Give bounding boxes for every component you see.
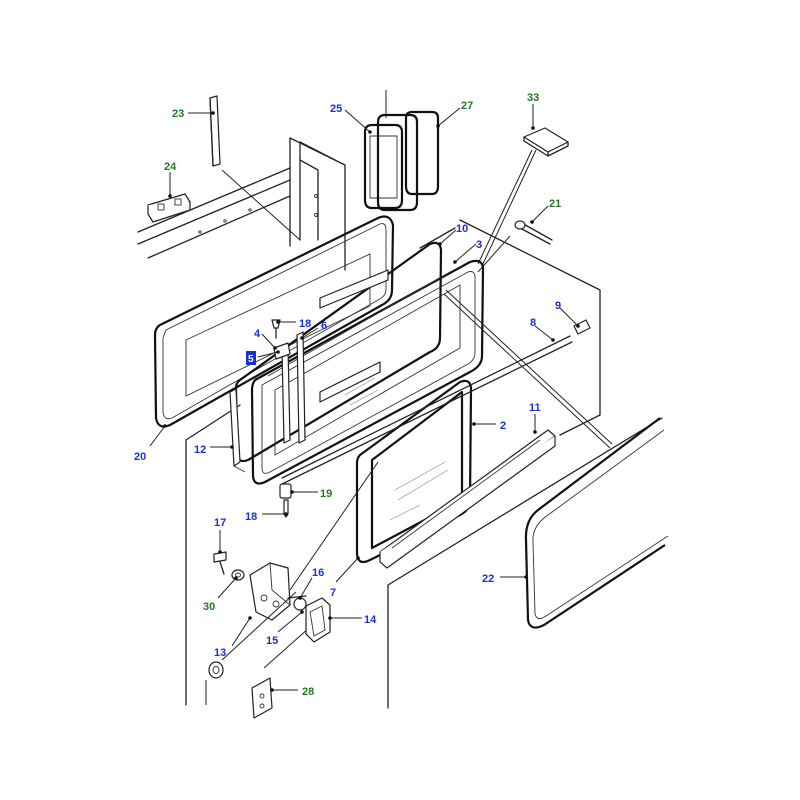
callout-18-upper[interactable]: 18 <box>299 318 311 330</box>
callout-11[interactable]: 11 <box>529 402 541 414</box>
seals-25-27 <box>363 90 440 212</box>
screw-17-washer-30 <box>213 551 245 581</box>
callout-21[interactable]: 21 <box>549 198 561 210</box>
spindle-16 <box>287 461 379 611</box>
callout-13[interactable]: 13 <box>214 647 226 659</box>
callout-6[interactable]: 6 <box>321 320 327 332</box>
handle-14 <box>305 597 331 643</box>
callout-16[interactable]: 16 <box>312 567 324 579</box>
leader-lines <box>149 104 580 692</box>
callout-7[interactable]: 7 <box>330 587 336 599</box>
callout-17[interactable]: 17 <box>214 517 226 529</box>
callout-18-lower[interactable]: 18 <box>245 511 257 523</box>
callout-8[interactable]: 8 <box>530 317 536 329</box>
callout-2[interactable]: 2 <box>500 420 506 432</box>
callout-4[interactable]: 4 <box>254 328 261 340</box>
callout-3[interactable]: 3 <box>476 239 482 251</box>
callout-24[interactable]: 24 <box>164 161 177 173</box>
callout-9[interactable]: 9 <box>555 300 561 312</box>
plate-28 <box>251 677 273 719</box>
callout-30[interactable]: 30 <box>203 601 215 613</box>
quarter-glass-22 <box>524 417 669 629</box>
callout-19[interactable]: 19 <box>320 488 332 500</box>
outer-frame-20 <box>153 215 395 428</box>
callout-27[interactable]: 27 <box>461 100 473 112</box>
callout-28[interactable]: 28 <box>302 686 314 698</box>
channels-6 <box>281 269 389 444</box>
callout-10[interactable]: 10 <box>456 223 468 235</box>
callout-labels: 23 24 25 27 33 21 10 3 9 8 18 4 6 5 20 1… <box>134 92 561 698</box>
callout-14[interactable]: 14 <box>364 614 377 626</box>
callout-15[interactable]: 15 <box>266 635 278 647</box>
callout-20[interactable]: 20 <box>134 451 146 463</box>
callout-33[interactable]: 33 <box>527 92 539 104</box>
callout-5[interactable]: 5 <box>248 354 254 365</box>
pin-21 <box>477 220 553 273</box>
bracket-24 <box>147 193 191 223</box>
callout-25[interactable]: 25 <box>330 103 342 115</box>
callout-5-highlight <box>246 351 256 365</box>
lower-runner-11 <box>379 429 556 569</box>
callout-22[interactable]: 22 <box>482 573 494 585</box>
seal-12 <box>229 388 246 473</box>
body-panels <box>137 137 663 709</box>
callout-23[interactable]: 23 <box>172 108 184 120</box>
middle-frames-10-3 <box>234 241 485 485</box>
latch-13 <box>205 562 319 705</box>
bar-8-stop-9 <box>281 289 613 485</box>
pad-33 <box>477 127 569 267</box>
filler-strip-23 <box>209 95 301 241</box>
callout-12[interactable]: 12 <box>194 444 206 456</box>
bush-19 <box>279 483 292 518</box>
